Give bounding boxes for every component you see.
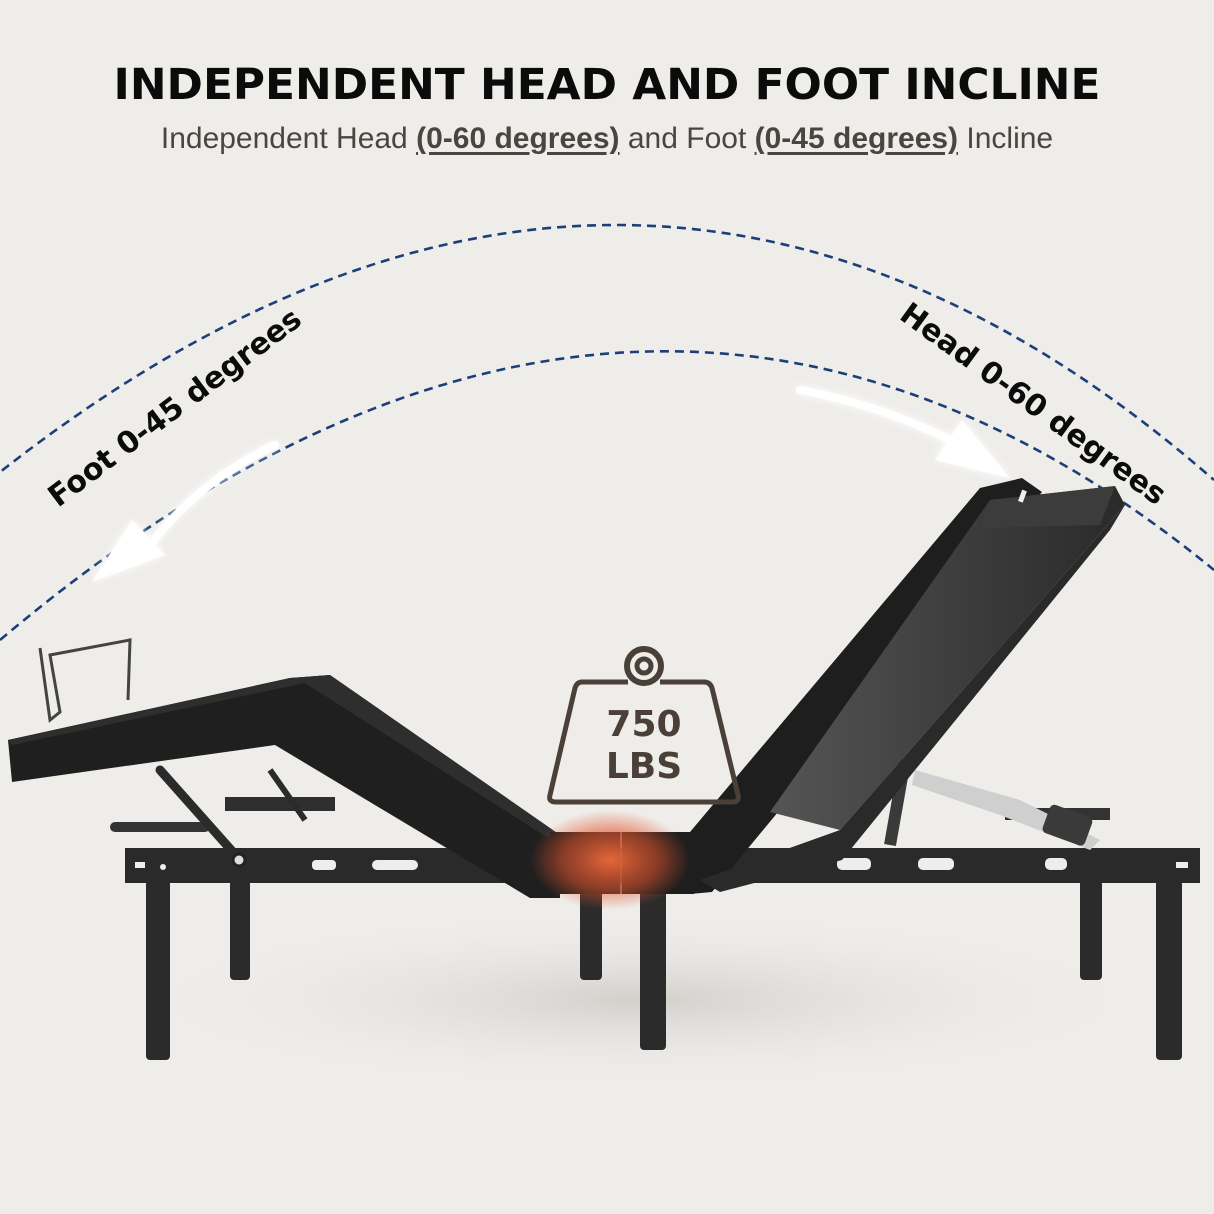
weight-icon: 750 LBS [547,646,741,805]
head-section [690,478,1125,894]
foot-section [8,638,560,898]
page-title: INDEPENDENT HEAD AND FOOT INCLINE [113,60,1101,110]
head-arrow-icon [796,386,1010,478]
subtitle-text-3: Incline [958,122,1054,155]
page-subtitle: Independent Head (0-60 degrees) and Foot… [0,122,1214,156]
outer-arc [0,223,1214,481]
subtitle-text-2: and Foot [619,122,755,155]
weight-value: 750 [606,704,681,745]
foot-range-text: (0-45 degrees) [754,122,959,155]
weight-unit: LBS [606,746,682,787]
heat-zone [530,810,690,910]
head-range-text: (0-60 degrees) [416,122,620,155]
foot-label: Foot 0-45 degrees [42,301,309,514]
head-label: Head 0-60 degrees [893,296,1172,512]
inner-arc [0,350,1214,641]
subtitle-text-1: Independent Head [160,122,417,155]
foot-arrow-icon [92,441,279,582]
